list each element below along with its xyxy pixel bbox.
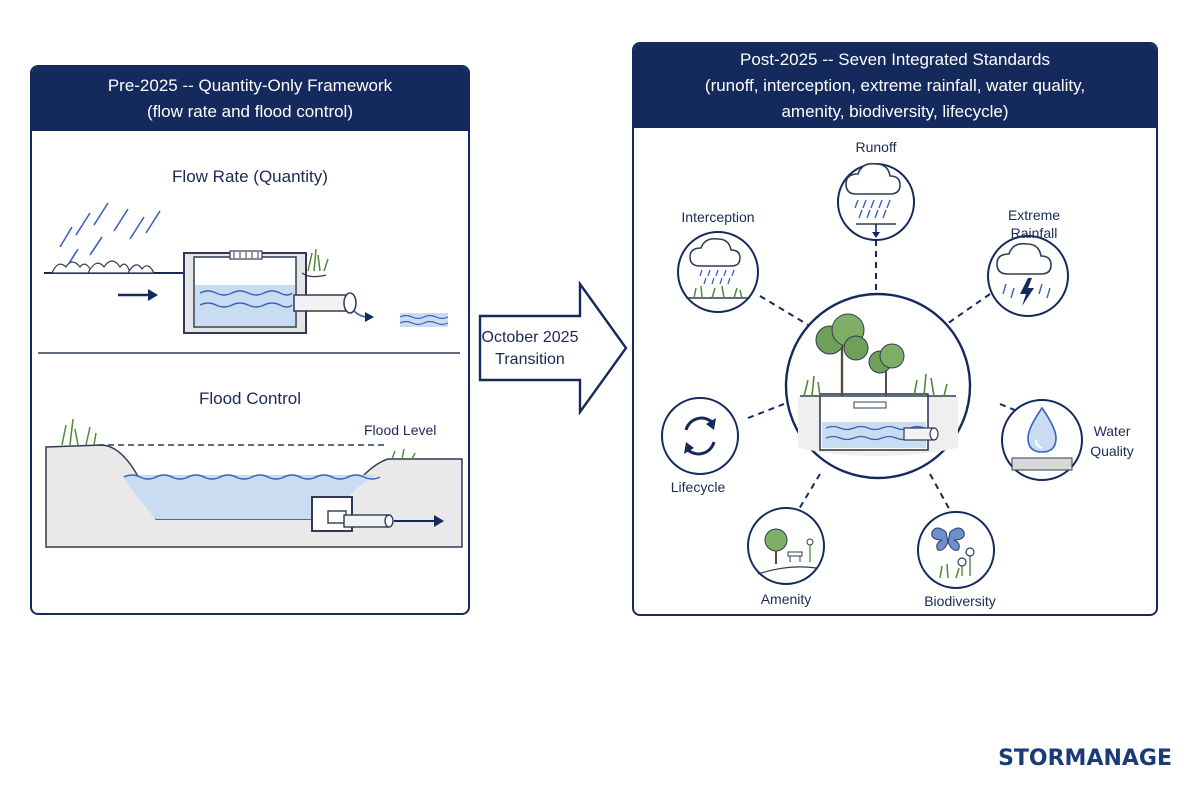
standards-diagram: Runoff Interception Extreme Rainfall Wat… [661,139,1134,609]
transition-date: October 2025 [482,329,579,346]
park-icon [747,507,825,585]
brand-logo: STORMANAGE [998,746,1172,771]
interception-label: Interception [681,209,754,225]
inflow-arrow [118,289,158,301]
transition-label: Transition [495,351,565,368]
post-2025-subtitle-2: amenity, biodiversity, lifecycle) [781,102,1009,121]
amenity-label: Amenity [761,591,812,607]
flow-rate-title: Flow Rate (Quantity) [172,167,328,186]
water-label: Water [1094,423,1131,439]
pre-2025-title: Pre-2025 -- Quantity-Only Framework [107,76,393,95]
storm-cloud-icon [987,235,1069,317]
post-2025-panel: Post-2025 -- Seven Integrated Standards … [632,42,1158,616]
rain-streaks [59,202,161,266]
flood-level-label: Flood Level [364,422,436,438]
flood-basin [45,418,463,548]
interception-icon [677,231,759,313]
pre-2025-illustration: Flood Level [38,202,463,548]
downstream-water [399,313,449,327]
post-2025-subtitle-1: (runoff, interception, extreme rainfall,… [704,76,1086,95]
pre-2025-header: Pre-2025 -- Quantity-Only Framework (flo… [32,67,468,131]
water-drop-icon [1001,399,1083,481]
transition-arrow: October 2025 Transition [478,280,628,416]
butterfly-icon [917,511,995,589]
biodiversity-label: Biodiversity [924,593,996,609]
cycle-arrows-icon [661,397,739,475]
detention-tank [183,248,374,334]
post-2025-title: Post-2025 -- Seven Integrated Standards [740,50,1050,69]
rainfall-label: Rainfall [1011,225,1058,241]
quality-label: Quality [1090,443,1134,459]
shrubs [51,260,155,274]
connectors [747,240,1035,515]
post-2025-header: Post-2025 -- Seven Integrated Standards … [634,44,1156,128]
pre-2025-subtitle: (flow rate and flood control) [147,102,353,121]
runoff-label: Runoff [856,139,897,155]
flood-control-title: Flood Control [198,389,302,408]
pre-2025-panel: Pre-2025 -- Quantity-Only Framework (flo… [30,65,470,615]
rain-cloud-icon [837,162,915,241]
lifecycle-label: Lifecycle [671,479,726,495]
extreme-label: Extreme [1008,207,1060,223]
central-raingarden [784,292,972,480]
